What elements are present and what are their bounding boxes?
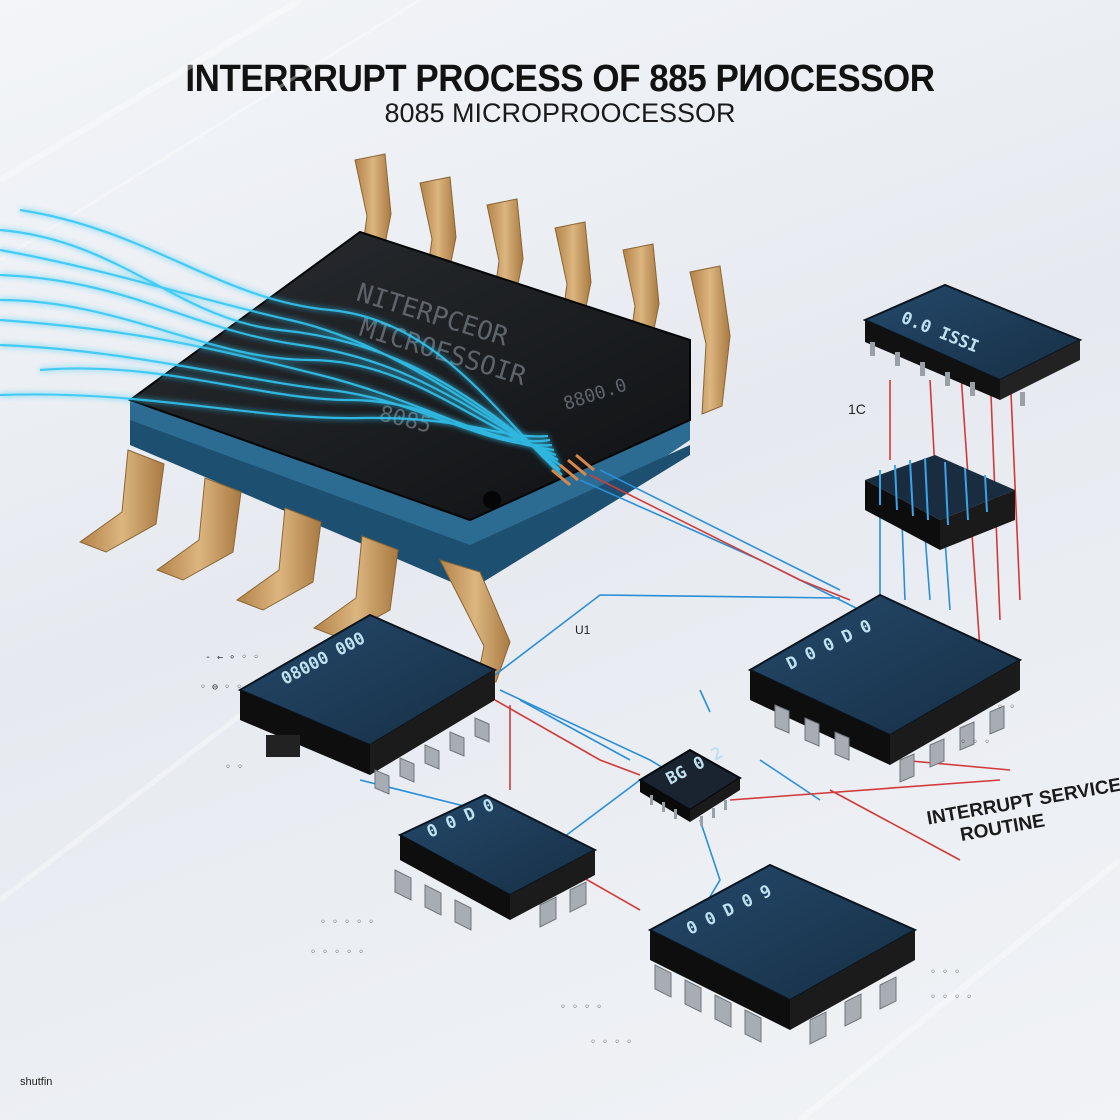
- svg-text:◦ ◦ ◦ ◦ ◦: ◦ ◦ ◦ ◦ ◦: [310, 947, 364, 958]
- svg-text:◦ ◦ ◦ ◦: ◦ ◦ ◦ ◦: [930, 992, 972, 1003]
- right-chip-pins: [774, 704, 1005, 783]
- bottom-right-chip: 0 0 D 0 9: [647, 863, 918, 1045]
- svg-text:◦ ◦ ◦ ◦: ◦ ◦ ◦ ◦: [590, 1037, 632, 1048]
- main-chip-front-pins: [78, 449, 511, 683]
- watermark: shutfin: [20, 1076, 52, 1088]
- page-subtitle: 8085 MICROPROOCESSOR: [384, 98, 736, 128]
- right-chip: D 0 0 D 0: [747, 593, 1023, 783]
- pin-label-1c: 1C: [848, 401, 866, 417]
- left-chip-pins: [374, 717, 490, 795]
- main-8085-chip: NITERPCEOR MICROESSOIR 8085 8800.0: [78, 153, 731, 683]
- bottom-left-chip: 0 0 D 0: [394, 793, 598, 931]
- wire-connectors: [551, 453, 595, 487]
- page-title: INTERRRUPT PROCESS OF 885 PИOCESSOR: [185, 58, 935, 100]
- bottom-left-chip-pins: [394, 869, 587, 931]
- svg-text:◦ ◦ ◦ ◦ ◦: ◦ ◦ ◦ ◦ ◦: [320, 917, 374, 928]
- pin-annotations: - ← ∘ ◦ ◦ ◦ ⊖ ◦ ◦ ◦ ◦ ◦ ◦ ◦ ◦ ◦ ◦ ◦ ◦ ◦ …: [200, 652, 1015, 1048]
- label-u1: U1: [575, 623, 591, 637]
- top-right-chip: 0.0 ISSI: [862, 283, 1083, 406]
- svg-text:◦ ⊖ ◦ ◦ ◦: ◦ ⊖ ◦ ◦ ◦: [200, 682, 254, 693]
- svg-text:◦ ◦ ◦ ◦: ◦ ◦ ◦ ◦: [560, 1002, 602, 1013]
- svg-text:- ← ∘ ◦ ◦: - ← ∘ ◦ ◦: [205, 652, 259, 663]
- svg-text:◦ ◦ ◦: ◦ ◦ ◦: [985, 702, 1015, 713]
- bottom-right-chip-pins: [654, 964, 897, 1045]
- svg-text:◦ ◦: ◦ ◦: [225, 762, 243, 773]
- glowing-data-wires: [0, 208, 563, 476]
- left-chip: 08000 000: [237, 613, 498, 795]
- isr-label: INTERRUPT SERVICE ROUTINE: [925, 775, 1120, 846]
- svg-text:◦ ◦ ◦: ◦ ◦ ◦: [930, 967, 960, 978]
- center-chip: BG 0 2: [638, 743, 742, 826]
- svg-text:◦ ◦ ◦: ◦ ◦ ◦: [960, 737, 990, 748]
- socket-chip: [865, 455, 1015, 550]
